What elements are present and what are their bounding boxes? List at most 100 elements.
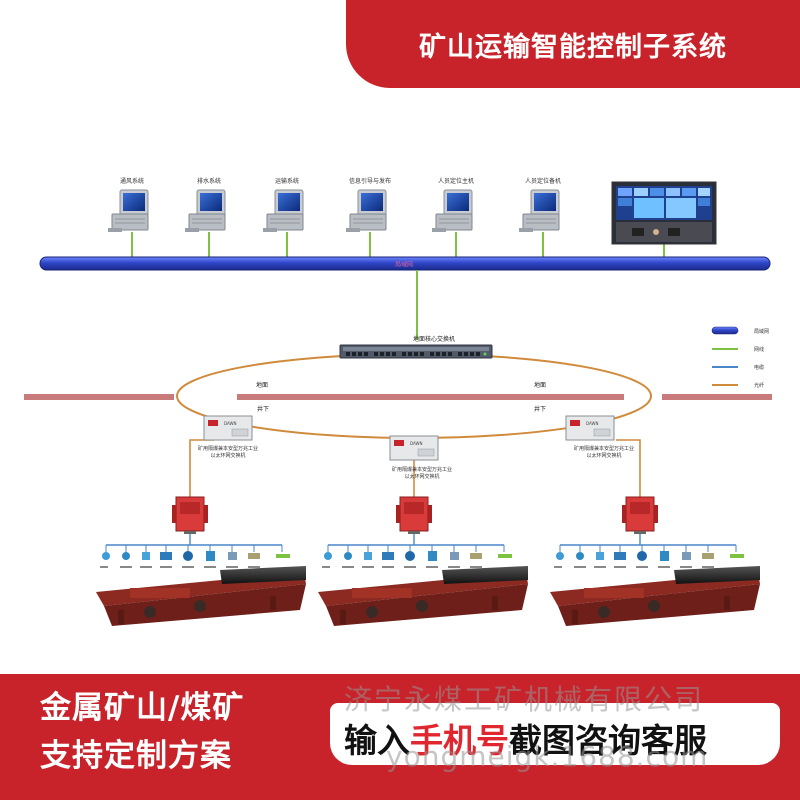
sensor-icon — [596, 552, 604, 560]
legend-label: 光纤 — [754, 382, 764, 389]
svg-text:DAWN: DAWN — [410, 441, 422, 446]
sensor-icon — [122, 552, 130, 560]
computer-icon — [263, 189, 304, 232]
legend-swatch — [711, 326, 739, 335]
switch-label-line2: 以太环网交换机 — [404, 473, 439, 480]
legend-label: 电缆 — [754, 364, 764, 371]
workstation-drainage[interactable]: 排水系统 — [185, 177, 226, 262]
sensor-icon — [344, 552, 352, 560]
separator-right — [662, 394, 772, 400]
sensor-icon — [470, 553, 482, 559]
switch-label-line2: 以太环网交换机 — [210, 452, 245, 459]
sensor-icon — [228, 552, 237, 560]
sensor-icon — [682, 552, 691, 560]
sensor-icon — [428, 551, 437, 561]
workstation-transport[interactable]: 运输系统 — [263, 177, 304, 262]
workstation-label: 人员定位备机 — [525, 177, 561, 185]
promo-line-2: 支持定制方案 — [40, 738, 232, 774]
sensor-icon — [324, 552, 332, 560]
surface-label-right: 地面 — [534, 381, 546, 389]
workstation-group: 通风系统 排水系统 — [108, 177, 561, 262]
computer-icon — [519, 189, 560, 232]
workstation-label: 信息引导与发布 — [349, 177, 391, 185]
explosion-proof-controller[interactable] — [396, 496, 432, 534]
separator-left — [24, 394, 174, 400]
lan-bus-label: 局域网 — [395, 261, 413, 269]
explosion-proof-controller[interactable] — [172, 496, 208, 534]
promo-line-1: 金属矿山/煤矿 — [40, 690, 245, 726]
sensor-icon — [160, 552, 172, 560]
cta-suffix: 截图咨询客服 — [509, 721, 707, 760]
cta-text: 输入手机号截图咨询客服 — [344, 714, 707, 762]
workstation-label: 运输系统 — [275, 177, 299, 185]
computer-icon — [185, 189, 226, 232]
motor-icon — [183, 551, 193, 561]
title-banner: 矿山运输智能控制子系统 — [346, 0, 800, 88]
sensor-icon — [614, 552, 626, 560]
surface-label-left: 地面 — [256, 381, 268, 389]
sensor-icon — [142, 552, 150, 560]
underground-switch-3[interactable]: DAWN 矿用隔爆兼本安型万兆工业 以太环网交换机 — [565, 415, 641, 497]
page-title: 矿山运输智能控制子系统 — [419, 31, 727, 63]
underground-switch-2[interactable]: DAWN 矿用隔爆兼本安型万兆工业 以太环网交换机 — [389, 435, 452, 497]
sensor-icon — [702, 553, 714, 559]
sensor-icon — [450, 552, 459, 560]
workstation-label: 通风系统 — [120, 177, 144, 185]
computer-icon — [346, 189, 387, 232]
computer-icon — [432, 189, 473, 232]
cta-highlight: 手机号 — [410, 721, 509, 760]
cta-prefix: 输入 — [344, 721, 410, 760]
svg-text:DAWN: DAWN — [224, 421, 236, 426]
workstation-label: 排水系统 — [197, 177, 221, 185]
sensor-icon — [498, 554, 512, 558]
belt-conveyor — [550, 566, 760, 626]
core-switch-label: 地面核心交换机 — [413, 335, 455, 343]
sensor-icon — [206, 551, 215, 561]
motor-icon — [637, 551, 647, 561]
conveyor-assembly-3 — [550, 496, 760, 626]
conveyor-assembly-2 — [318, 496, 528, 626]
underground-switch-1[interactable]: DAWN 矿用隔爆兼本安型万兆工业 以太环网交换机 — [189, 415, 258, 497]
sensor-icon — [660, 551, 669, 561]
workstation-positioning-host[interactable]: 人员定位主机 — [432, 177, 474, 262]
legend-item-ethernet: 网线 — [712, 346, 764, 353]
underground-label-right: 井下 — [534, 405, 546, 413]
core-switch[interactable]: 地面核心交换机 — [339, 335, 493, 359]
workstation-label: 人员定位主机 — [438, 177, 474, 185]
belt-conveyor — [96, 566, 306, 626]
belt-conveyor — [318, 566, 528, 626]
motor-icon — [405, 551, 415, 561]
explosion-proof-controller[interactable] — [622, 496, 658, 534]
sensor-icon — [248, 553, 260, 559]
cta-box[interactable]: 输入手机号截图咨询客服 — [330, 703, 780, 765]
legend-label: 局域网 — [754, 328, 769, 335]
fiber-drop — [616, 439, 641, 497]
switch-label-line1: 矿用隔爆兼本安型万兆工业 — [574, 445, 634, 452]
computer-icon — [108, 189, 149, 232]
workstation-ventilation[interactable]: 通风系统 — [108, 177, 149, 262]
switch-label-line2: 以太环网交换机 — [586, 452, 621, 459]
conveyor-assembly-1 — [96, 496, 306, 626]
sensor-icon — [730, 554, 744, 558]
separator-middle — [237, 394, 624, 400]
workstation-positioning-backup[interactable]: 人员定位备机 — [519, 177, 561, 262]
control-room-image — [611, 181, 717, 262]
sensor-icon — [382, 552, 394, 560]
sensor-icon — [576, 552, 584, 560]
underground-label-left: 井下 — [257, 405, 269, 413]
watermark-company: 济宁永煤工矿机械有限公司 — [344, 683, 705, 716]
legend-item-lan: 局域网 — [711, 326, 769, 335]
workstation-info-guidance[interactable]: 信息引导与发布 — [346, 177, 391, 262]
sensor-icon — [276, 554, 290, 558]
legend: 局域网 网线 电缆 光纤 — [711, 326, 769, 389]
sensor-icon — [364, 552, 372, 560]
sensor-icon — [102, 552, 110, 560]
legend-item-cable: 电缆 — [712, 364, 764, 371]
switch-label-line1: 矿用隔爆兼本安型万兆工业 — [198, 445, 258, 452]
legend-item-fiber: 光纤 — [712, 382, 764, 389]
watermark-url: yongmeigk.1688.com — [386, 740, 709, 773]
switch-label-line1: 矿用隔爆兼本安型万兆工业 — [392, 466, 452, 473]
svg-text:DAWN: DAWN — [586, 421, 598, 426]
